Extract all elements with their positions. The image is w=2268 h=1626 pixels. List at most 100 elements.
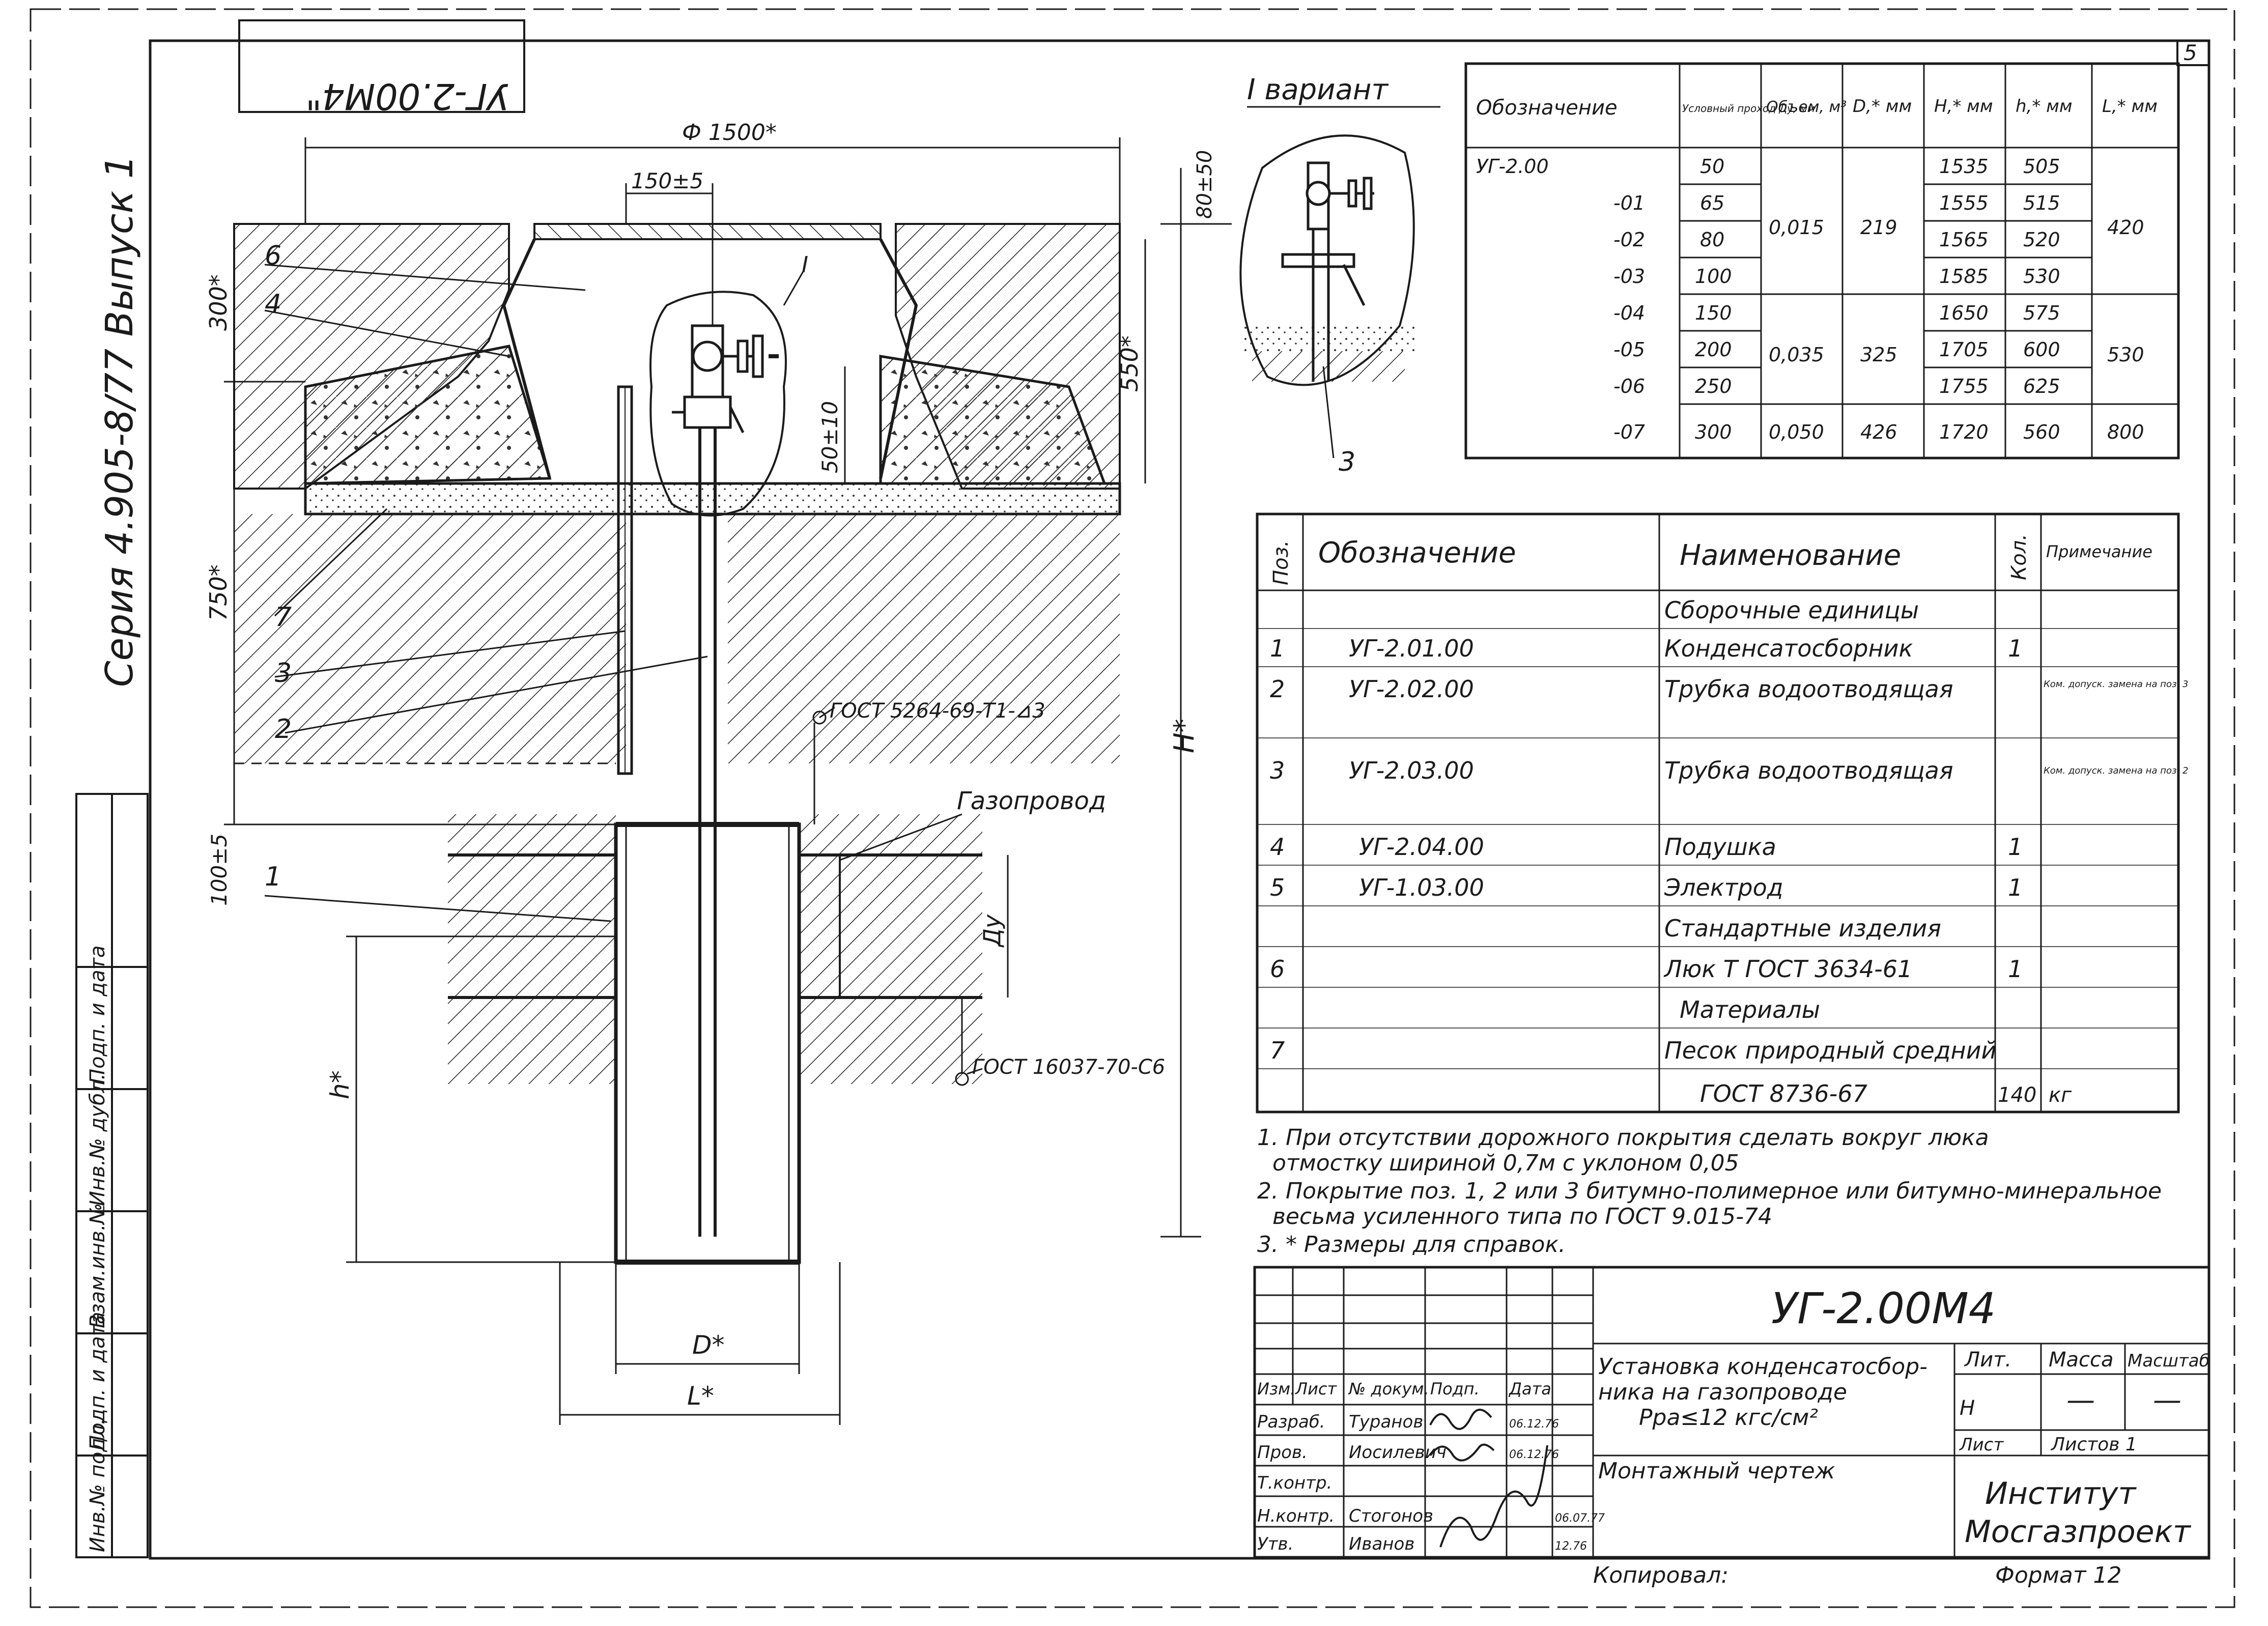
spec-table: Поз. Обозначение Наименование Кол. Приме… [1256,512,2188,1114]
dims-row-dy: 80 [1700,229,1724,251]
dim-80: 80±50 [1193,150,1216,219]
dim-H: Н* [1168,719,1200,753]
note-line-2: отмостку шириной 0,7м с уклоном 0,05 [1272,1150,1739,1176]
dim-D: D* [692,1330,725,1360]
dims-row-D: 325 [1860,344,1897,366]
title-line-1: Установка конденсатосбор- [1598,1354,1927,1380]
format-label: Формат 12 [1995,1562,2122,1588]
col-header-change: Изм. [1257,1379,1295,1399]
spec-row-pos: 1 [1270,635,1285,662]
spec-row-qty: 1 [2008,833,2023,861]
mass-header: Масса [2049,1348,2114,1372]
spec-row-pos: 5 [1270,874,1285,901]
scale-header: Масштаб [2128,1351,2210,1371]
well-wall-left [502,238,551,479]
dims-row-dy: 200 [1695,338,1732,361]
spec-header-note: Примечание [2046,542,2152,561]
dim-diameter: Ф 1500* [682,120,777,146]
note-line-3: 2. Покрытие поз. 1, 2 или 3 битумно-поли… [1257,1178,2162,1204]
dims-row-designation: -03 [1613,265,1645,288]
role-label: Разраб. [1257,1412,1325,1432]
strip-label-3: Взам.инв.№ [86,1203,109,1328]
dims-row-L: 530 [2107,344,2144,366]
title-line-2: ника на газопроводе [1598,1379,1847,1405]
dims-row-designation: -02 [1613,229,1645,251]
role-date: 12.76 [1555,1540,1587,1553]
spec-row-qty: 140 [1998,1083,2036,1107]
dims-row-designation: -04 [1613,302,1645,324]
sheets-label: Листов 1 [2050,1434,2137,1455]
title-block-grid [1255,1267,2209,1557]
soil-pipe-right [799,814,982,1084]
dims-table-headers: Обозначение Условный проход Ду, мм Объем… [1476,96,2158,120]
dims-row-dy: 300 [1695,421,1732,443]
dims-header-L: L,* мм [2102,96,2158,117]
dims-row-designation: -06 [1613,375,1645,397]
role-name: Туранов [1349,1412,1423,1432]
dims-row-volume: 0,035 [1769,344,1824,366]
spec-row-name: Материалы [1680,996,1820,1023]
dims-row-H: 1720 [1939,421,1989,443]
note-line-4: весьма усиленного типа по ГОСТ 9.015-74 [1272,1204,1772,1230]
soil-lower-left [234,514,626,763]
spec-row-designation: УГ-2.04.00 [1359,833,1484,861]
notes: 1. При отсутствии дорожного покрытия сде… [1257,1125,2162,1258]
manhole-cover [533,223,882,240]
note-line-5: 3. * Размеры для справок. [1257,1232,1566,1258]
spec-row-note: Ком. допуск. замена на поз. 3 [2044,679,2188,690]
dim-550: 550* [1116,335,1143,392]
valve-assembly [672,324,779,434]
dims-row-designation: -01 [1613,192,1645,214]
col-header-sheet: Лист [1295,1379,1337,1399]
callout-7: 7 [275,602,292,633]
spec-header-designation: Обозначение [1318,536,1516,569]
dims-row-L: 420 [2107,216,2144,239]
dimension-texts: Ф 1500* 150±5 80±50 300* 550* 50±10 750*… [205,120,1216,1411]
series-label: Серия 4.905-8/77 Выпуск 1 [98,155,141,687]
well-wall-right [879,238,918,479]
scale-value: — [2153,1384,2181,1417]
dims-header-dy: Условный проход Ду, мм [1682,102,1815,115]
title-roles: Разраб. Туранов 06.12.76 Пров. Иосилевич… [1257,1412,1605,1554]
sheet-label: Лист [1959,1435,2004,1455]
spec-row-name: Трубка водоотводящая [1664,675,1953,703]
spec-row-pos: 4 [1270,833,1285,861]
dims-row-h: 600 [2023,338,2060,361]
dims-table-rows: УГ-2.00 -01 -02 -03 -04 -05 -06 -07 50 6… [1476,155,2144,443]
spec-row-name: Сборочные единицы [1664,596,1919,624]
dims-row-designation: -05 [1613,338,1645,361]
spec-row-designation: УГ-2.02.00 [1349,675,1474,703]
detail-mark: I [802,252,808,278]
strip-label-1: Инв.№ подл. [86,1418,109,1552]
top-stamp: УГ-2.00М4" [238,19,525,117]
dims-row-designation: -07 [1613,421,1645,443]
detail-circle [649,291,787,517]
dims-row-volume: 0,050 [1769,421,1824,443]
drawing-code: УГ-2.00М4 [1771,1283,1996,1333]
role-name: Иосилевич [1349,1442,1447,1463]
dims-row-designation: УГ-2.00 [1476,155,1549,178]
dim-50: 50±10 [817,401,842,473]
dims-row-volume: 0,015 [1769,216,1824,239]
variant-detail: I вариант 3 [1239,73,1440,477]
dimension-lines [224,137,1232,1425]
dims-row-H: 1585 [1939,265,1989,288]
drain-tube [698,417,717,1237]
spec-header-name: Наименование [1680,539,1901,572]
variant-valve [1281,161,1374,382]
title-col-headers: Изм. Лист № докум. Подп. Дата [1257,1379,1551,1399]
dims-row-D: 426 [1860,421,1897,443]
condensate-collector [614,822,801,1264]
dims-row-h: 560 [2023,421,2060,443]
spec-row-pos: 3 [1270,757,1285,784]
dims-row-D: 219 [1860,216,1897,239]
spec-row-qty: 1 [2008,955,2023,983]
dim-100: 100±5 [207,834,232,906]
mass-value: — [2066,1384,2095,1417]
dims-row-h: 515 [2023,192,2060,214]
col-header-date: Дата [1508,1379,1551,1399]
dims-row-dy: 150 [1695,302,1732,324]
top-stamp-text: УГ-2.00М4" [305,75,509,117]
dim-Dy: Ду [978,914,1006,948]
